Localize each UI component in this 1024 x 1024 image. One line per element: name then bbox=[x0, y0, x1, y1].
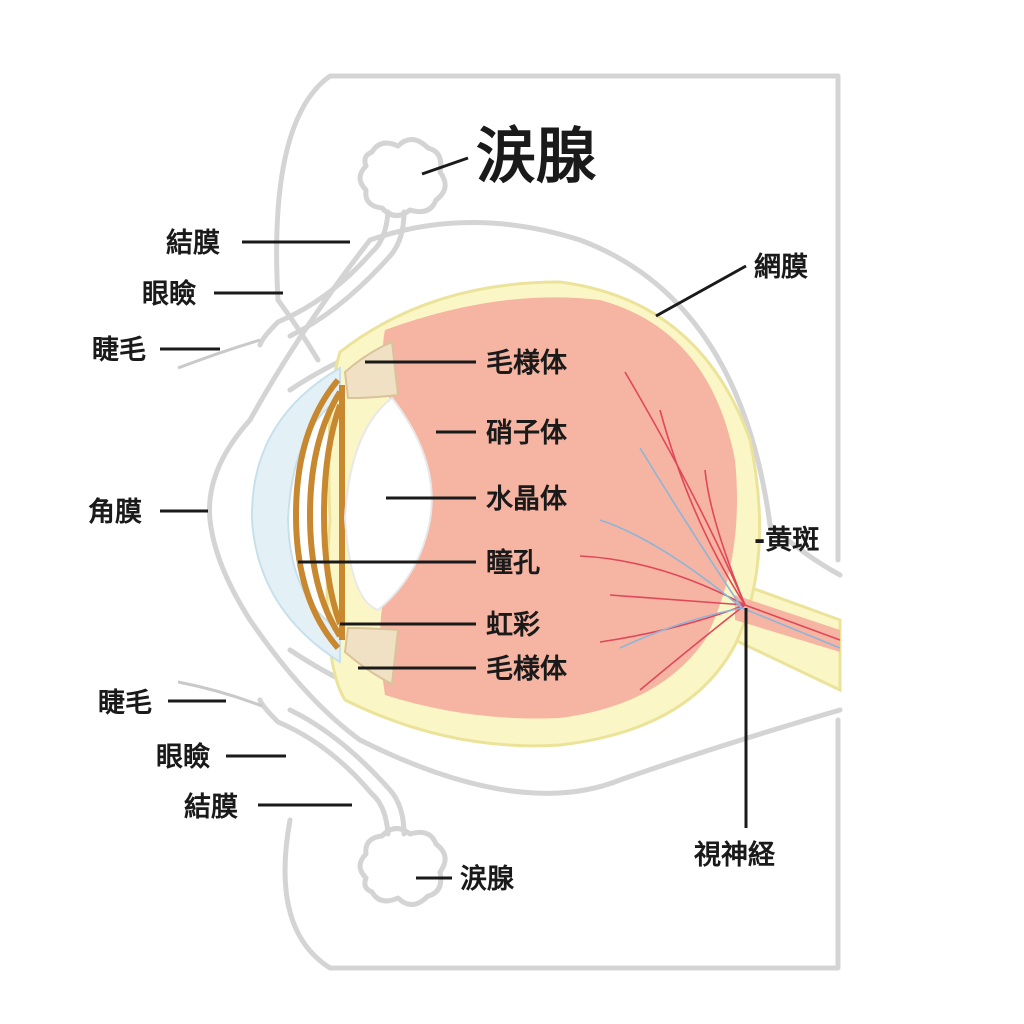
label-macula: -黄斑 bbox=[754, 525, 819, 556]
leader-lines bbox=[160, 156, 748, 880]
label-ciliary-body-top: 毛様体 bbox=[486, 348, 568, 379]
lens-shape bbox=[343, 396, 433, 612]
label-optic-nerve: 視神経 bbox=[694, 839, 776, 871]
cornea-shape bbox=[250, 366, 341, 664]
label-eyelid-top: 眼瞼 bbox=[142, 278, 196, 310]
label-conjunctiva-bottom: 結膜 bbox=[184, 791, 238, 823]
label-conjunctiva-top: 結膜 bbox=[166, 227, 220, 259]
label-iris: 虹彩 bbox=[486, 610, 540, 641]
label-eyelash-top: 睫毛 bbox=[92, 335, 146, 366]
iris-shape bbox=[292, 378, 345, 650]
label-vitreous-body: 硝子体 bbox=[486, 418, 568, 449]
eyelash-top-shape bbox=[177, 338, 261, 370]
lacrimal-gland-top-shape bbox=[257, 137, 448, 348]
vitreous-body-region bbox=[380, 297, 737, 719]
label-eyelash-bottom: 睫毛 bbox=[98, 688, 152, 719]
label-eyelid-bottom: 眼瞼 bbox=[156, 741, 210, 773]
label-pupil: 瞳孔 bbox=[486, 547, 540, 579]
retinal-vessels bbox=[579, 371, 841, 691]
lacrimal-gland-bottom-shape bbox=[257, 697, 448, 907]
label-retina: 網膜 bbox=[754, 251, 808, 283]
ciliary-body-bottom-shape bbox=[343, 626, 400, 686]
label-lens: 水晶体 bbox=[486, 484, 568, 515]
label-cornea: 角膜 bbox=[88, 496, 142, 528]
label-ciliary-body-bottom: 毛様体 bbox=[486, 654, 568, 685]
ciliary-body-top-shape bbox=[343, 340, 400, 400]
label-lacrimal-gland-bottom: 涙腺 bbox=[460, 863, 515, 895]
labels: 涙腺 結膜 眼瞼 睫毛 角膜 睫毛 眼瞼 結膜 涙腺 毛様体 硝子体 水晶体 瞳… bbox=[88, 122, 819, 895]
label-lacrimal-gland-top: 涙腺 bbox=[476, 122, 597, 192]
eyelash-bottom-shape bbox=[177, 680, 263, 708]
